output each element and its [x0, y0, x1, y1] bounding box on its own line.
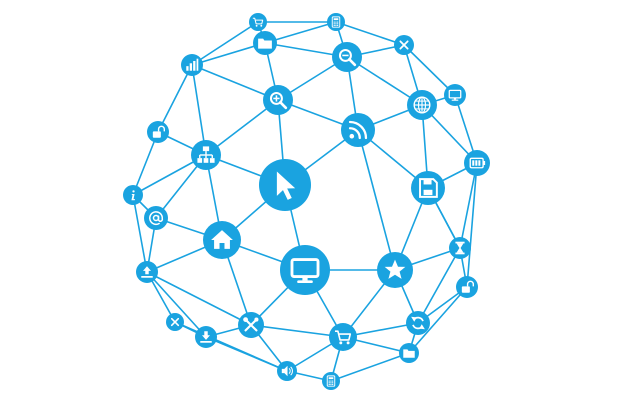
globe-icon [413, 96, 431, 114]
cursor-arrow-icon [276, 171, 296, 200]
connection-line [250, 324, 344, 338]
node-battery [464, 150, 490, 176]
unlock-icon [461, 280, 474, 293]
shopping-cart-icon [252, 17, 264, 27]
node-circle [406, 311, 430, 335]
node-speaker [277, 361, 297, 381]
search-icon [338, 48, 357, 67]
node-zoom-in [263, 85, 293, 115]
node-circle [249, 13, 267, 31]
speaker-icon [281, 365, 293, 377]
node-circle [280, 245, 330, 295]
connection-line [157, 64, 193, 133]
node-chart [181, 54, 203, 76]
node-cart-bottom [329, 323, 357, 351]
hourglass-icon [455, 241, 465, 255]
node-calc-bottom [322, 372, 340, 390]
connection-line [191, 21, 259, 66]
shopping-cart-icon [334, 330, 352, 345]
bar-chart-icon [186, 58, 199, 71]
node-home [203, 221, 241, 259]
zoom-in-icon [269, 91, 288, 110]
node-sync [406, 311, 430, 335]
connection-line [330, 352, 410, 382]
icon-nodes [123, 13, 490, 390]
monitor-icon [448, 89, 462, 101]
calculator-icon [331, 16, 341, 28]
node-info [123, 185, 143, 205]
download-icon [200, 331, 212, 343]
connection-line [146, 271, 207, 338]
at-sign-icon [149, 211, 164, 226]
node-unlock-right [456, 276, 478, 298]
node-monitor-center [280, 245, 330, 295]
node-circle [263, 85, 293, 115]
node-folder-bottom [399, 343, 419, 363]
node-at [144, 206, 168, 230]
connection-line [357, 129, 396, 271]
connection-line [132, 131, 159, 196]
node-globe [407, 90, 437, 120]
node-circle [444, 84, 466, 106]
node-search [332, 42, 362, 72]
node-circle [411, 171, 445, 205]
star-icon [384, 259, 406, 279]
connection-line [146, 271, 252, 326]
connection-line [403, 44, 456, 96]
node-download [195, 326, 217, 348]
node-cursor [259, 159, 311, 211]
node-monitor-small [444, 84, 466, 106]
calculator-icon [326, 375, 336, 387]
connection-line [264, 21, 337, 44]
close-icon [170, 317, 180, 327]
node-hourglass [449, 237, 471, 259]
node-circle [329, 323, 357, 351]
node-circle [332, 42, 362, 72]
node-sitemap [191, 140, 221, 170]
wrench-screwdriver-icon [243, 317, 259, 332]
node-close-left [166, 313, 184, 331]
connection-line [205, 99, 279, 156]
connection-line [466, 162, 478, 288]
node-save [411, 171, 445, 205]
node-folder-top [253, 31, 277, 55]
node-unlock-left [147, 121, 169, 143]
node-circle [341, 113, 375, 147]
monitor-icon [290, 258, 320, 284]
connection-line [408, 286, 468, 354]
node-calc-top [327, 13, 345, 31]
refresh-icon [411, 316, 425, 330]
connection-line [459, 162, 478, 249]
connection-line [417, 247, 461, 324]
node-star [377, 252, 413, 288]
unlock-icon [152, 125, 165, 138]
connection-line [205, 336, 288, 372]
rss-feed-icon [348, 120, 368, 140]
battery-icon [469, 157, 486, 169]
close-icon [399, 40, 409, 50]
node-circle [144, 206, 168, 230]
node-cart-top [249, 13, 267, 31]
info-icon [131, 190, 136, 201]
sitemap-icon [197, 146, 215, 163]
connection-line [191, 64, 279, 101]
connection-line [335, 21, 405, 46]
home-icon [211, 230, 233, 249]
node-tools [238, 312, 264, 338]
node-upload [136, 261, 158, 283]
connection-line [132, 194, 148, 273]
folder-icon [403, 349, 415, 358]
connection-line [191, 42, 266, 66]
connection-line [191, 64, 207, 156]
folder-icon [258, 38, 272, 49]
floppy-disk-icon [419, 178, 438, 198]
node-rss [341, 113, 375, 147]
node-close-top [394, 35, 414, 55]
upload-icon [141, 266, 153, 278]
